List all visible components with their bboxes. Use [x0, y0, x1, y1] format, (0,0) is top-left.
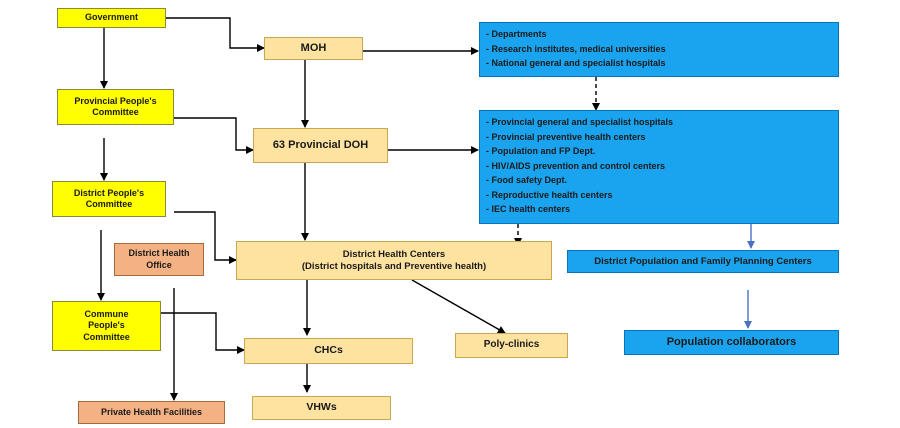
district-health-centers-label: District Health Centers (District hospit…: [301, 248, 487, 272]
provincial-unit-item: - Population and FP Dept.: [486, 146, 596, 157]
district-health-office-box: District Health Office: [114, 243, 204, 276]
moh-units-box: - Departments - Research institutes, med…: [479, 22, 839, 77]
provincial-unit-item: - Reproductive health centers: [486, 189, 613, 200]
population-collaborators-box: Population collaborators: [624, 330, 839, 355]
district-committee-label: District People's Committee: [73, 187, 145, 209]
vhws-box: VHWs: [252, 396, 391, 420]
moh-box: MOH: [264, 37, 363, 60]
district-health-centers-box: District Health Centers (District hospit…: [236, 241, 552, 280]
district-pop-centers-label: District Population and Family Planning …: [594, 255, 812, 267]
commune-committee-label: Commune People's Committee: [83, 309, 130, 342]
provincial-unit-item: - Food safety Dept.: [486, 175, 568, 186]
moh-unit-item: - Research institutes, medical universit…: [486, 43, 666, 54]
arrow-district-to-dhc: [174, 211, 237, 264]
commune-committee-box: Commune People's Committee: [52, 301, 161, 351]
poly-clinics-label: Poly-clinics: [483, 339, 540, 351]
provincial-unit-item: - HIV/AIDS prevention and control center…: [486, 160, 666, 171]
moh-unit-item: - Departments: [486, 29, 547, 39]
government-box: Government: [57, 8, 166, 28]
district-pop-centers-box: District Population and Family Planning …: [567, 250, 839, 273]
arrow-gov-to-moh: [166, 17, 265, 52]
provincial-committee-box: Provincial People's Committee: [57, 89, 174, 125]
moh-label: MOH: [300, 41, 327, 54]
population-collaborators-label: Population collaborators: [666, 335, 797, 348]
provincial-unit-item: - IEC health centers: [486, 204, 571, 215]
chcs-label: CHCs: [314, 344, 343, 357]
provincial-committee-label: Provincial People's Committee: [74, 95, 157, 117]
chcs-box: CHCs: [244, 338, 413, 364]
provincial-unit-item: - Provincial general and specialist hosp…: [486, 117, 674, 127]
provincial-unit-item: - Provincial preventive health centers: [486, 131, 646, 142]
arrow-dhc-to-polyclinics: [411, 279, 506, 334]
provincial-doh-label: 63 Provincial DOH: [272, 138, 369, 151]
private-health-facilities-label: Private Health Facilities: [100, 406, 203, 417]
vhws-label: VHWs: [306, 401, 337, 414]
government-label: Government: [84, 12, 138, 23]
poly-clinics-box: Poly-clinics: [455, 333, 568, 358]
provincial-doh-box: 63 Provincial DOH: [253, 128, 388, 163]
arrow-commune-to-chcs: [161, 312, 245, 354]
district-committee-box: District People's Committee: [52, 181, 166, 217]
private-health-facilities-box: Private Health Facilities: [78, 401, 225, 424]
provincial-units-box: - Provincial general and specialist hosp…: [479, 110, 839, 224]
arrow-province-to-doh: [174, 117, 254, 154]
district-health-office-label: District Health Office: [128, 248, 190, 270]
moh-unit-item: - National general and specialist hospit…: [486, 58, 666, 69]
